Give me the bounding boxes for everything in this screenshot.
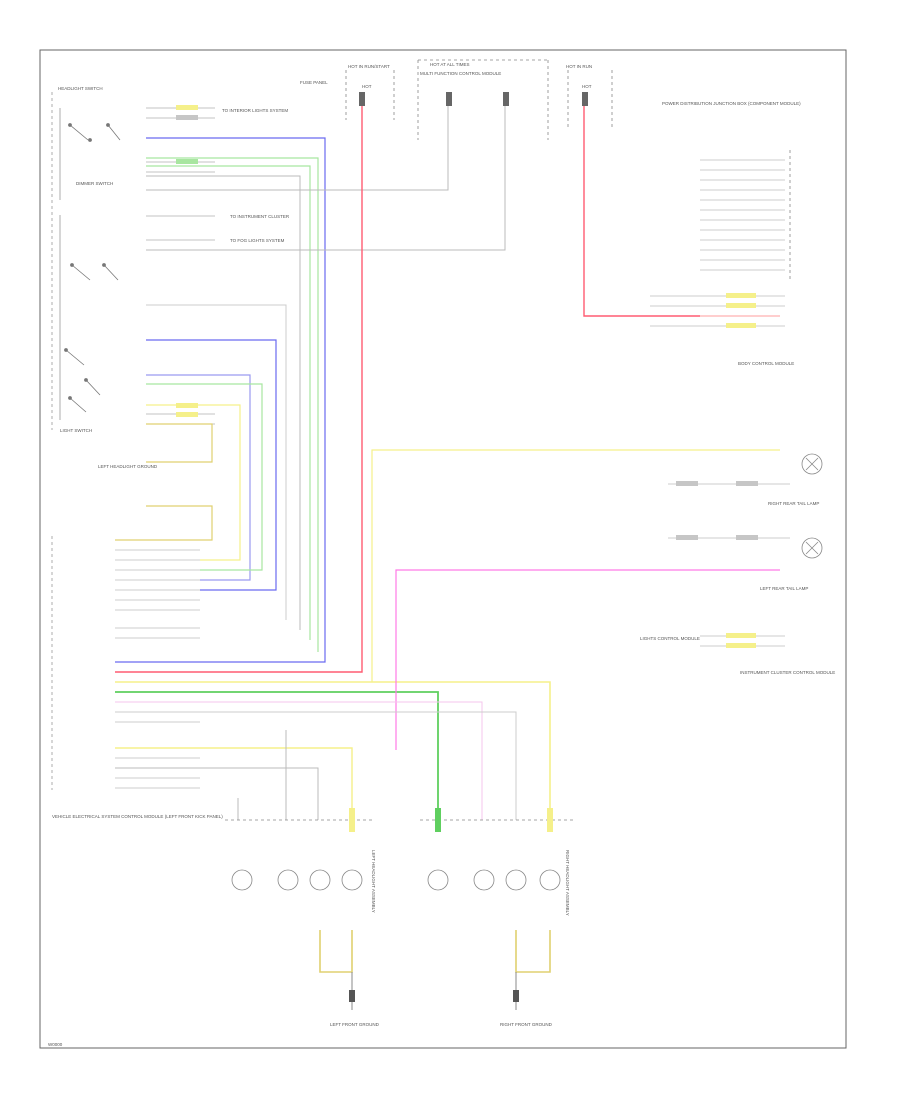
right-rear-tail-label: RIGHT REAR TAIL LAMP [768, 501, 819, 506]
fuse-label-center: HOT AT ALL TIMES [430, 62, 470, 67]
left-headlight-assembly [225, 819, 375, 891]
wire-yellow-headlight-r [115, 681, 551, 820]
fuses [359, 92, 588, 106]
to-fog-label: TO FOG LIGHTS SYSTEM [230, 238, 285, 243]
left-lamp-ground-label: LEFT HEADLIGHT GROUND [98, 464, 158, 469]
wire-grey-3 [146, 100, 506, 251]
block-b-label: BODY CONTROL MODULE [738, 361, 794, 366]
wire-yellow-lower [146, 404, 241, 561]
hot-pin-b-label: HOT [582, 84, 592, 89]
junction-connector-stack [650, 159, 785, 647]
fuse-center-unit: MULTI FUNCTION CONTROL MODULE [420, 71, 501, 76]
switch-group-label: HEADLIGHT SWITCH [58, 86, 103, 91]
left-rear-tail-label: LEFT REAR TAIL LAMP [760, 586, 808, 591]
ground-connectors-right [668, 483, 790, 539]
connector-pins-upper [146, 107, 215, 425]
wire-blue-lower [146, 339, 277, 591]
headlight-wire-marks [349, 808, 553, 832]
wire-red-main [115, 100, 363, 673]
vertical-labels: LEFT HEADLIGHT ASSEMBLY RIGHT HEADLIGHT … [330, 850, 570, 1027]
wire-green-1 [146, 157, 319, 652]
right-headlight-assembly [420, 819, 575, 891]
to-instrument-label: TO INSTRUMENT CLUSTER [230, 214, 290, 219]
wire-yellow-right [371, 449, 780, 682]
module-connector-list [115, 539, 200, 789]
lights-control-label: LIGHTS CONTROL MODULE [640, 636, 700, 641]
vehicle-module-label: VEHICLE ELECTRICAL SYSTEM CONTROL MODULE… [52, 814, 223, 819]
left-ground-label: LEFT FRONT GROUND [330, 1022, 380, 1027]
wire-grey-4 [146, 304, 287, 620]
junction-color-marks [726, 293, 756, 648]
fuse-panel-label: FUSE PANEL [300, 80, 328, 85]
dimmer-switch-label: DIMMER SWITCH [76, 181, 113, 186]
labels: HOT IN RUN/START HOT AT ALL TIMES MULTI … [48, 62, 835, 1047]
tail-lamp-right [801, 453, 823, 475]
to-interior-label: TO INTERIOR LIGHTS SYSTEM [222, 108, 288, 113]
left-ground-wire [319, 930, 353, 973]
diagram-frame [39, 49, 847, 1049]
left-headlight-label: LEFT HEADLIGHT ASSEMBLY [371, 850, 376, 913]
right-headlight-label: RIGHT HEADLIGHT ASSEMBLY [565, 850, 570, 916]
wire-pink-lower [115, 701, 483, 820]
instrument-cluster-label: INSTRUMENT CLUSTER CONTROL MODULE [740, 670, 835, 675]
tail-lamp-left [801, 537, 823, 559]
right-ground-wire [515, 930, 551, 973]
right-ground-label: RIGHT FRONT GROUND [500, 1022, 553, 1027]
wire-pink [395, 569, 780, 750]
wire-grey-headlight-2 [115, 767, 319, 820]
switch-contacts [64, 123, 121, 413]
wire-red-right [583, 100, 700, 317]
ground-terminals [349, 990, 519, 1002]
figure-code: W0000 [48, 1042, 63, 1047]
ground-marks-right [676, 481, 758, 540]
wire-grey-2 [146, 100, 449, 191]
wire-grey-1 [146, 175, 301, 630]
wire-blue-top [115, 137, 326, 663]
wire-green-headlight [115, 691, 439, 820]
fuse-label-top: HOT IN RUN/START [348, 64, 390, 69]
hot-pin-a-label: HOT [362, 84, 372, 89]
fuse-label-right: HOT IN RUN [566, 64, 592, 69]
fuse-panel-top [345, 59, 613, 140]
pin-color-marks [176, 105, 198, 417]
light-switch-label: LIGHT SWITCH [60, 428, 92, 433]
wire-yellow-loop-1 [146, 423, 213, 463]
wire-yellow-headlight-l [115, 747, 353, 820]
wire-green-lower [146, 383, 263, 571]
module-block-right-label: POWER DISTRIBUTION JUNCTION BOX (COMPONE… [662, 101, 801, 106]
wire-blue-lower-2 [146, 374, 251, 581]
headlight-switch-group [51, 92, 61, 790]
wire-green-2 [146, 165, 311, 640]
wire-grey-headlight-3 [115, 711, 517, 820]
wire-yellow-loop-2 [115, 505, 213, 541]
